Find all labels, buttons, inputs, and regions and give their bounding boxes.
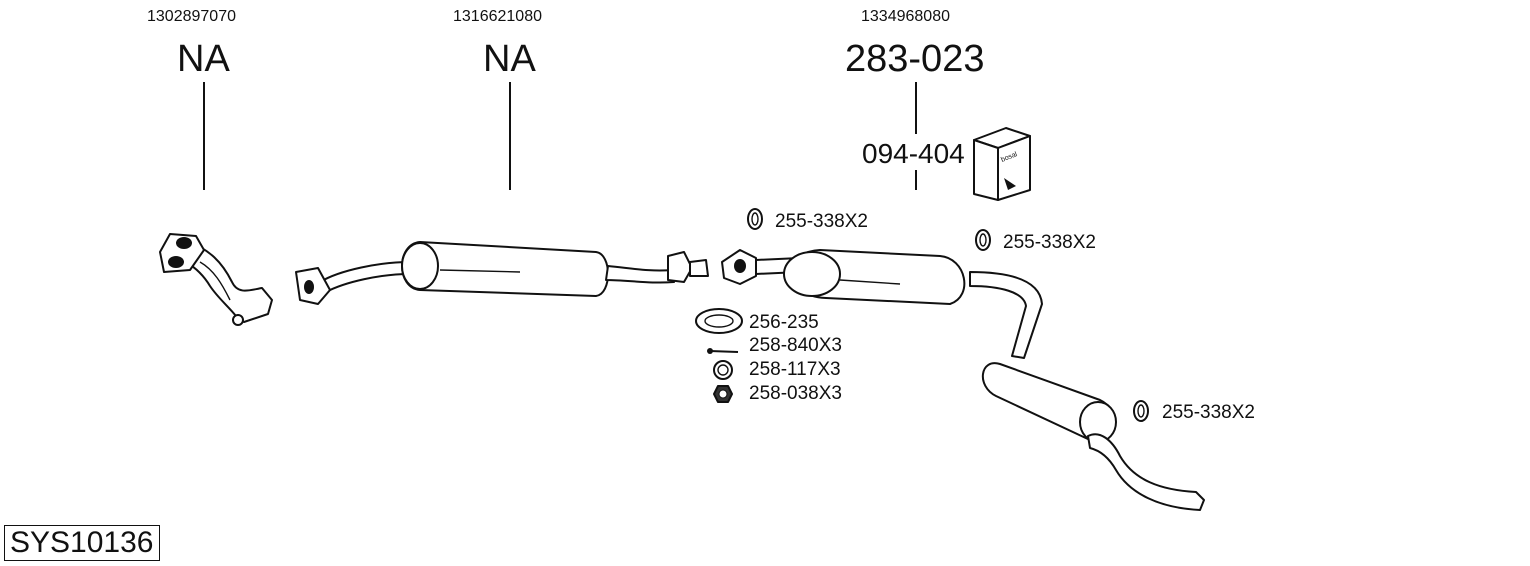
mount-ring-icon [747, 208, 1149, 422]
bolt-icon [707, 348, 739, 354]
accessory-bolt-label[interactable]: 258-840X3 [749, 335, 842, 356]
kit-number[interactable]: 094-404 [862, 138, 965, 169]
part-number-1[interactable]: NA [177, 38, 230, 80]
oem-number-3: 1334968080 [861, 8, 950, 25]
bosal-kit-box-icon: bosal [973, 127, 1031, 201]
oem-number-2: 1316621080 [453, 8, 542, 25]
oem-number-1: 1302897070 [147, 8, 236, 25]
part-number-2[interactable]: NA [483, 38, 536, 80]
center-silencer-icon[interactable] [295, 241, 709, 305]
accessory-gasket-label[interactable]: 256-235 [749, 312, 819, 333]
gasket-ring-icon [695, 308, 743, 334]
washer-icon [713, 360, 733, 380]
part-number-3[interactable]: 283-023 [845, 38, 985, 80]
leader-lines [203, 82, 917, 190]
rear-silencer-icon[interactable] [721, 249, 1205, 511]
nut-icon [713, 385, 733, 403]
accessory-nut-label[interactable]: 258-038X3 [749, 383, 842, 404]
accessory-mount-2-label[interactable]: 255-338X2 [1003, 232, 1096, 253]
front-pipe-icon[interactable] [159, 233, 273, 326]
accessory-mount-3-label[interactable]: 255-338X2 [1162, 402, 1255, 423]
system-code-box: SYS10136 [4, 525, 161, 561]
accessory-washer-label[interactable]: 258-117X3 [749, 359, 841, 380]
accessory-mount-1-label[interactable]: 255-338X2 [775, 211, 868, 232]
